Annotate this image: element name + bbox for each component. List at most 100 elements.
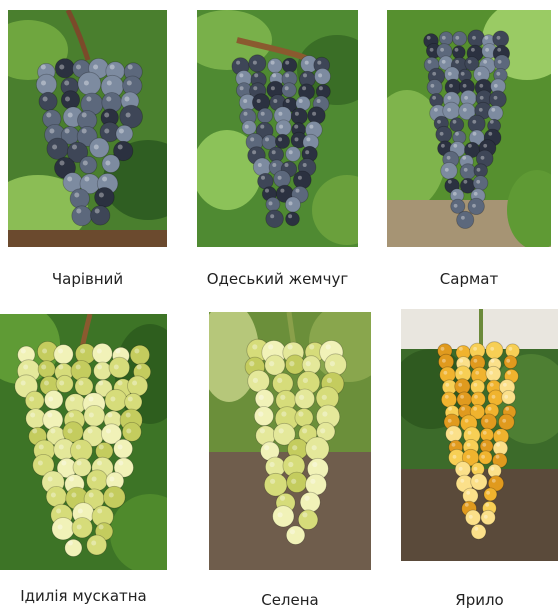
grape-berry-highlight (81, 128, 87, 134)
grape-berry-highlight (118, 128, 124, 134)
grape-berry (127, 375, 149, 397)
grape-berry-highlight (76, 64, 81, 70)
grape-berry (77, 71, 102, 96)
grape-berry (470, 524, 487, 540)
grape-berry-highlight (439, 131, 444, 136)
grape-berry (281, 82, 297, 98)
caption-selena: Селена (261, 591, 319, 609)
grape-berry-highlight (59, 160, 65, 166)
grape-berry-highlight (239, 86, 244, 91)
grape-berry (265, 196, 281, 212)
grape-berry-highlight (91, 476, 97, 482)
grape-berry-highlight (29, 396, 35, 402)
grape-berry-highlight (77, 508, 83, 514)
grape-berry (252, 157, 272, 177)
grape-berry-highlight (445, 382, 450, 387)
grape-berry-highlight (42, 348, 48, 354)
grape-berry-highlight (329, 361, 335, 367)
grape-berry-highlight (97, 364, 102, 370)
grape-berry (74, 376, 94, 396)
grape-berry-highlight (270, 60, 275, 65)
grape-berry-highlight (125, 112, 131, 118)
grape-berry (285, 146, 301, 162)
grape-berry-highlight (83, 80, 89, 86)
grape-berry-highlight (78, 380, 84, 386)
grape-berry (103, 485, 126, 509)
grape-berry-highlight (236, 60, 241, 65)
grape-berry (121, 422, 142, 442)
grape-berry (305, 436, 330, 462)
grape-berry (483, 487, 498, 502)
grape-berry (53, 344, 74, 365)
grape-berry-highlight (117, 380, 123, 386)
grape-berry-highlight (458, 382, 463, 387)
grape-berry-highlight (485, 47, 489, 52)
photo-yarylo-graphic (401, 309, 558, 561)
grape-berry-highlight (105, 160, 111, 166)
grape-berry (285, 211, 300, 227)
grape-berry-highlight (59, 380, 65, 386)
grape-berry-highlight (491, 107, 496, 112)
grape-berry-highlight (272, 73, 277, 78)
grape-berry-highlight (309, 124, 314, 129)
grape-berry-highlight (322, 411, 328, 417)
grape-berry-highlight (288, 150, 293, 155)
grape-berry-highlight (67, 428, 73, 434)
grape-berry-highlight (288, 461, 294, 468)
grape-berry-highlight (483, 143, 488, 148)
grape-berry (487, 389, 504, 407)
grape-berry (86, 534, 108, 556)
grape-berry (45, 486, 68, 508)
grape-berry-highlight (126, 428, 132, 434)
grape-berry-highlight (279, 495, 286, 501)
grape-berry-highlight (441, 59, 446, 64)
grape-berry (459, 163, 477, 180)
grape-berry-highlight (96, 348, 102, 354)
grape-berry-highlight (473, 406, 478, 411)
grape-berry-highlight (109, 476, 115, 482)
grape-berry (89, 137, 110, 159)
grape-berry-highlight (20, 380, 26, 386)
grape-berry-highlight (462, 107, 467, 112)
grape-berry-highlight (98, 444, 104, 450)
caption-odeskyi-zhemchuh: Одеський жемчуг (206, 270, 349, 288)
grape-berry-highlight (312, 461, 318, 468)
grape-berry (464, 56, 480, 71)
grape-berry-highlight (452, 454, 457, 459)
grape-berry-highlight (58, 444, 64, 450)
grape-berry-highlight (270, 86, 275, 91)
grape-berry-highlight (479, 95, 484, 100)
photo-idyliia-muskatna-graphic (0, 314, 167, 570)
grape-berry (487, 105, 504, 121)
grape-berry-highlight (484, 418, 489, 423)
grape-berry-highlight (483, 514, 488, 519)
grape-berry-highlight (317, 60, 322, 65)
grape-berry (454, 461, 472, 478)
grape-berry-highlight (449, 430, 454, 435)
grape-berry-highlight (440, 47, 444, 52)
grape-berry-highlight (297, 175, 302, 180)
grape-berry-highlight (303, 73, 307, 78)
grape-berry (469, 404, 486, 420)
grape-berry (51, 517, 75, 541)
grape-berry (108, 356, 131, 379)
grape-berry-highlight (91, 540, 97, 546)
grape-berry-highlight (444, 394, 449, 399)
grape-berry-highlight (474, 478, 479, 483)
grape-berry-highlight (484, 35, 489, 40)
grape-berry-highlight (69, 396, 75, 402)
grape-berry-highlight (279, 124, 284, 129)
grape-berry-highlight (437, 119, 441, 124)
grape-berry-highlight (304, 495, 310, 501)
grape-berry-highlight (249, 361, 255, 367)
grape-berry-highlight (443, 370, 448, 375)
grape-berry-highlight (312, 111, 317, 116)
grape-berry-highlight (490, 466, 495, 471)
grape-berry (90, 205, 111, 226)
grape-berry-highlight (448, 406, 452, 411)
grape-berry (450, 198, 466, 214)
grape-berry-highlight (489, 119, 494, 124)
grape-berry-highlight (302, 512, 308, 518)
grape-berry (285, 354, 306, 375)
grape-berry-highlight (462, 83, 467, 88)
